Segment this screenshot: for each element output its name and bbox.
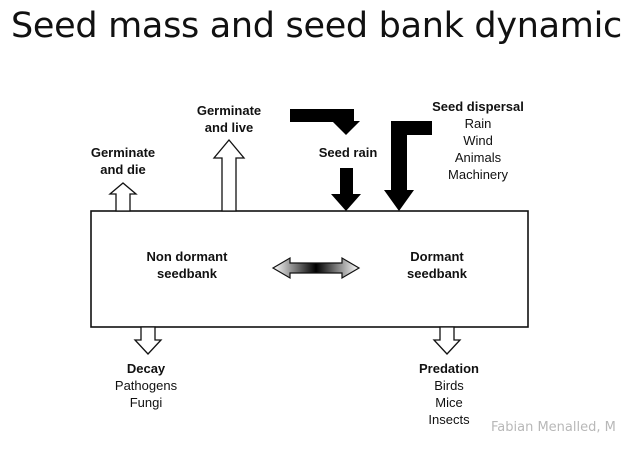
non-dormant-line2: seedbank bbox=[157, 266, 217, 281]
seed-rain-down-arrow bbox=[331, 168, 361, 211]
predation-heading: Predation bbox=[419, 361, 479, 376]
decay-arrow bbox=[133, 326, 163, 355]
seed-rain-label: Seed rain bbox=[318, 145, 378, 160]
seed-dispersal-item: Animals bbox=[454, 150, 502, 165]
predation-arrow bbox=[432, 326, 462, 355]
credit-text: Fabian Menalled, M bbox=[491, 420, 616, 435]
predation-label: Predation Birds Mice Insects bbox=[404, 360, 494, 428]
non-dormant-line1: Non dormant bbox=[146, 249, 228, 264]
germinate-live-line2: and live bbox=[204, 120, 254, 135]
exchange-double-arrow bbox=[271, 256, 361, 280]
seed-dispersal-heading: Seed dispersal bbox=[432, 99, 524, 114]
dormant-line2: seedbank bbox=[407, 266, 467, 281]
germinate-die-arrow bbox=[108, 182, 138, 212]
decay-heading: Decay bbox=[126, 361, 166, 376]
germinate-live-line1: Germinate bbox=[196, 103, 262, 118]
decay-item: Fungi bbox=[129, 395, 163, 410]
seed-dispersal-item: Machinery bbox=[448, 167, 508, 182]
predation-item: Mice bbox=[435, 395, 463, 410]
predation-item: Insects bbox=[428, 412, 470, 427]
dormant-line1: Dormant bbox=[410, 249, 464, 264]
germinate-die-label: Germinate and die bbox=[80, 144, 166, 178]
seed-dispersal-item: Wind bbox=[463, 133, 493, 148]
germinate-die-line2: and die bbox=[100, 162, 146, 177]
decay-label: Decay Pathogens Fungi bbox=[100, 360, 192, 411]
seed-rain-elbow-arrow bbox=[290, 109, 360, 135]
germinate-live-arrow bbox=[212, 138, 246, 212]
dormant-seedbank-label: Dormant seedbank bbox=[392, 248, 482, 282]
seed-dispersal-label: Seed dispersal Rain Wind Animals Machine… bbox=[418, 98, 538, 183]
decay-item: Pathogens bbox=[114, 378, 178, 393]
germinate-live-label: Germinate and live bbox=[186, 102, 272, 136]
slide-title: Seed mass and seed bank dynamics bbox=[11, 6, 622, 46]
seed-dispersal-item: Rain bbox=[464, 116, 492, 131]
predation-item: Birds bbox=[434, 378, 464, 393]
non-dormant-seedbank-label: Non dormant seedbank bbox=[132, 248, 242, 282]
germinate-die-line1: Germinate bbox=[90, 145, 156, 160]
seed-dispersal-arrow bbox=[384, 121, 432, 211]
